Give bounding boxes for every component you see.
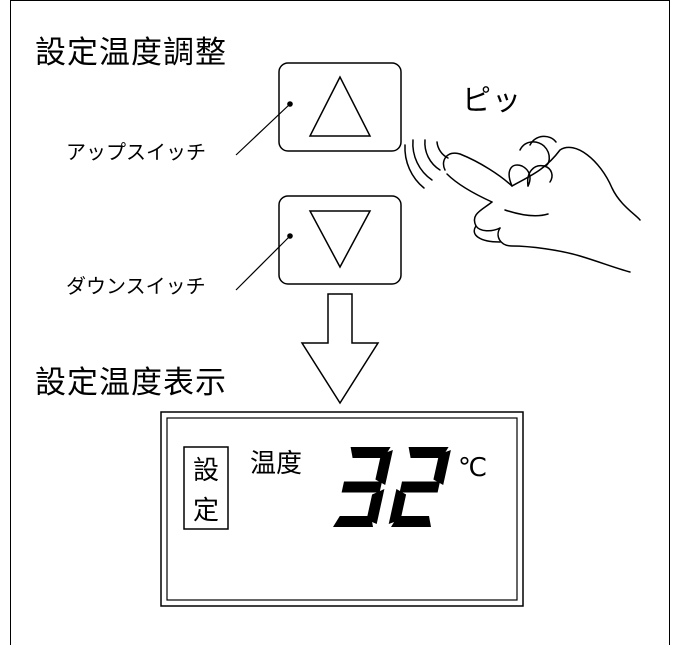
diagram-frame	[10, 0, 670, 645]
set-tag-char-2: 定	[193, 496, 219, 526]
down-triangle-icon	[308, 210, 372, 269]
digit-1-segment-a	[350, 447, 391, 458]
up-switch-button[interactable]	[278, 62, 402, 152]
digit-1-segment-d	[333, 516, 373, 527]
display-panel-inner	[166, 417, 518, 601]
digit-2-segment-e	[388, 489, 407, 524]
up-triangle-icon	[308, 75, 372, 137]
beep-text: ピッ	[462, 83, 523, 117]
digit-2-segment-g	[399, 481, 440, 493]
digit-1-segment-g	[341, 481, 382, 493]
down-switch-label: ダウンスイッチ	[66, 274, 206, 298]
temperature-digits	[333, 447, 451, 527]
up-switch-leader	[235, 103, 291, 156]
heading-display: 設定温度表示	[35, 365, 227, 401]
temp-unit: ℃	[458, 453, 487, 483]
digit-1-segment-b	[375, 450, 393, 485]
digit-1-segment-c	[366, 489, 385, 524]
down-switch-leader	[235, 235, 291, 291]
set-tag-char-1: 設	[193, 456, 219, 486]
digit-2-segment-d	[391, 516, 431, 527]
up-switch-label: アップスイッチ	[66, 140, 206, 164]
heading-adjust: 設定温度調整	[35, 35, 227, 71]
down-switch-button[interactable]	[278, 195, 402, 285]
digit-2-segment-b	[433, 450, 451, 485]
display-panel-outer	[160, 411, 524, 607]
sound-wave-icon	[404, 139, 449, 189]
set-tag-box	[183, 446, 229, 530]
down-arrow-icon	[300, 293, 380, 405]
hand-icon	[442, 135, 641, 273]
temp-label: 温度	[250, 449, 302, 479]
digit-2-segment-a	[408, 447, 449, 458]
